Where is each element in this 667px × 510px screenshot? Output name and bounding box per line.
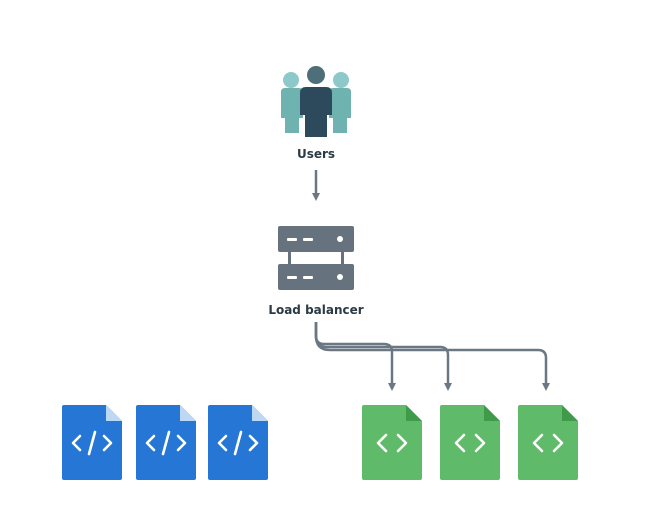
code-file-icon — [518, 405, 578, 480]
users-label: Users — [296, 147, 336, 161]
code-file-icon — [362, 405, 422, 480]
user-right-head — [333, 72, 349, 88]
code-file-icon — [62, 405, 122, 480]
user-center-body — [300, 87, 332, 137]
server-rack-icon — [278, 226, 354, 290]
user-left-body — [281, 88, 303, 133]
connector-to-green-1 — [314, 322, 396, 391]
code-file-icon — [208, 405, 268, 480]
load-balancer-label: Load balancer — [268, 303, 364, 317]
users-group-icon — [281, 66, 351, 137]
user-right-body — [329, 88, 351, 133]
connector-to-green-3 — [314, 322, 550, 391]
lb-connectors — [314, 322, 550, 391]
user-center-head — [307, 66, 325, 84]
connector-to-green-2 — [314, 322, 452, 391]
user-left-head — [283, 72, 299, 88]
code-file-icon — [136, 405, 196, 480]
code-file-icon — [440, 405, 500, 480]
